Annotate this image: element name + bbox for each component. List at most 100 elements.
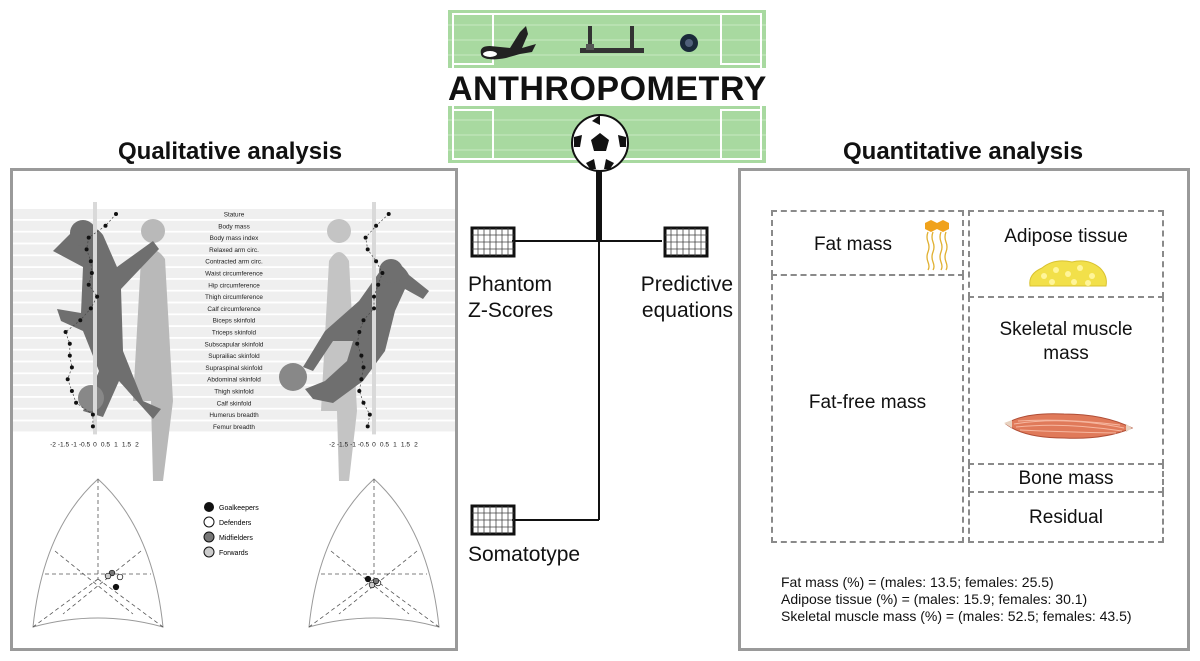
zscore-point — [361, 318, 366, 323]
row-band — [13, 350, 455, 361]
x-tick-label: -1.5 — [58, 441, 70, 448]
zscore-point — [359, 377, 364, 382]
row-band — [13, 303, 455, 314]
legend-defenders: Defenders — [219, 520, 252, 527]
row-band — [13, 279, 455, 290]
legend-goalkeepers: Goalkeepers — [219, 505, 259, 512]
adipose-tissue-icon — [1029, 260, 1107, 287]
fat-mass-label: Fat mass — [813, 234, 893, 255]
zero-axis — [372, 202, 376, 435]
row-band — [13, 244, 455, 255]
x-tick-label: 2 — [135, 441, 139, 448]
zscore-point — [114, 212, 118, 216]
fat-mass-box: Fat mass — [771, 210, 964, 276]
somatotype-label: Somatotype — [468, 543, 581, 566]
variable-label: Abdominal skinfold — [207, 377, 261, 384]
zscore-point — [95, 294, 100, 299]
zscore-point — [88, 259, 93, 264]
variable-label: Femur breadth — [213, 424, 255, 431]
somatotype-point — [116, 573, 124, 581]
x-tick-label: 1 — [393, 441, 397, 448]
x-tick-label: 2 — [414, 441, 418, 448]
zscore-point — [359, 353, 364, 358]
residual-label: Residual — [1029, 507, 1103, 528]
zscore-point — [90, 424, 95, 429]
zscore-point — [361, 365, 366, 370]
skeletal-muscle-label: Skeletal muscle mass — [999, 319, 1133, 364]
qualitative-heading: Qualitative analysis — [118, 138, 343, 165]
variable-label: Contracted arm circ. — [205, 259, 263, 266]
female-player-silhouette — [279, 219, 429, 481]
x-tick-label: -1.5 — [337, 441, 349, 448]
row-band — [13, 362, 455, 373]
formula-skeletal-muscle: Skeletal muscle mass (%) = (males: 52.5;… — [781, 608, 1132, 624]
zscore-point — [355, 341, 360, 346]
x-tick-label: -0.5 — [358, 441, 370, 448]
zscore-point — [380, 271, 385, 275]
legend-midfielders: Midfielders — [219, 535, 253, 542]
x-tick-label: -1 — [350, 441, 356, 448]
zscore-point — [69, 365, 74, 370]
zscore-point — [357, 389, 362, 393]
zscore-point — [365, 424, 370, 429]
quantitative-heading: Quantitative analysis — [843, 138, 1084, 165]
zscore-point — [86, 282, 91, 287]
male-player-silhouette — [53, 219, 173, 481]
zscore-point — [357, 330, 362, 334]
variable-label: Suprailiac skinfold — [208, 353, 260, 360]
variable-label: Relaxed arm circ. — [209, 247, 259, 254]
zscore-point — [361, 400, 366, 405]
zscore-point — [69, 389, 74, 393]
zscore-point — [372, 294, 376, 299]
row-band — [13, 338, 455, 349]
zscore-point — [374, 259, 379, 264]
somatotype-point — [364, 575, 372, 583]
residual-box: Residual — [968, 491, 1164, 543]
variable-label: Subscapular skinfold — [205, 341, 264, 348]
zscore-point — [372, 306, 376, 311]
variable-label: Hip circumference — [208, 282, 260, 289]
goal-net-icon — [663, 226, 709, 258]
row-band — [13, 409, 455, 420]
formula-list: Fat mass (%) = (males: 13.5; females: 25… — [781, 574, 1132, 625]
goal-net-icon — [470, 226, 516, 258]
soccer-ball-icon — [571, 114, 629, 172]
zscore-point — [363, 235, 368, 240]
variable-label: Body mass index — [210, 235, 259, 242]
row-band — [13, 291, 455, 302]
somatotype-point — [112, 583, 120, 591]
lipid-molecule-icon — [925, 220, 949, 271]
row-band — [13, 232, 455, 243]
adipose-tissue-label: Adipose tissue — [1004, 226, 1128, 247]
somatotype-chart-right — [308, 478, 440, 628]
zscore-point — [386, 212, 391, 216]
zscore-point — [88, 306, 93, 311]
page-title: ANTHROPOMETRY — [448, 70, 767, 108]
zscore-point — [67, 341, 72, 346]
variable-label: Biceps skinfold — [213, 318, 256, 325]
x-tick-label: 1.5 — [122, 441, 131, 448]
zscore-point — [63, 330, 68, 334]
skinfold-caliper-icon — [480, 26, 536, 60]
variable-label: Calf skinfold — [217, 400, 252, 407]
skeletal-muscle-icon — [1004, 413, 1134, 439]
goal-net-icon — [470, 504, 516, 536]
formula-adipose-tissue: Adipose tissue (%) = (males: 15.9; femal… — [781, 591, 1088, 607]
somatotype-point — [372, 577, 380, 585]
phantom-zscore-chart: Goalkeepers Defenders Midfielders Forwar… — [13, 202, 455, 628]
skeletal-muscle-box: Skeletal muscle mass — [968, 296, 1164, 465]
zscore-point — [374, 223, 379, 228]
zscore-point — [365, 247, 370, 252]
zero-axis — [93, 202, 97, 435]
x-tick-label: -2 — [50, 441, 56, 448]
zscore-point — [74, 400, 79, 405]
zscore-point — [78, 318, 83, 323]
variable-label: Thigh skinfold — [214, 389, 254, 396]
x-tick-label: -0.5 — [79, 441, 91, 448]
fat-free-mass-label: Fat-free mass — [808, 392, 927, 413]
row-band — [13, 386, 455, 396]
row-band — [13, 421, 455, 432]
variable-label: Supraspinal skinfold — [205, 365, 263, 372]
zscore-point — [65, 377, 70, 382]
